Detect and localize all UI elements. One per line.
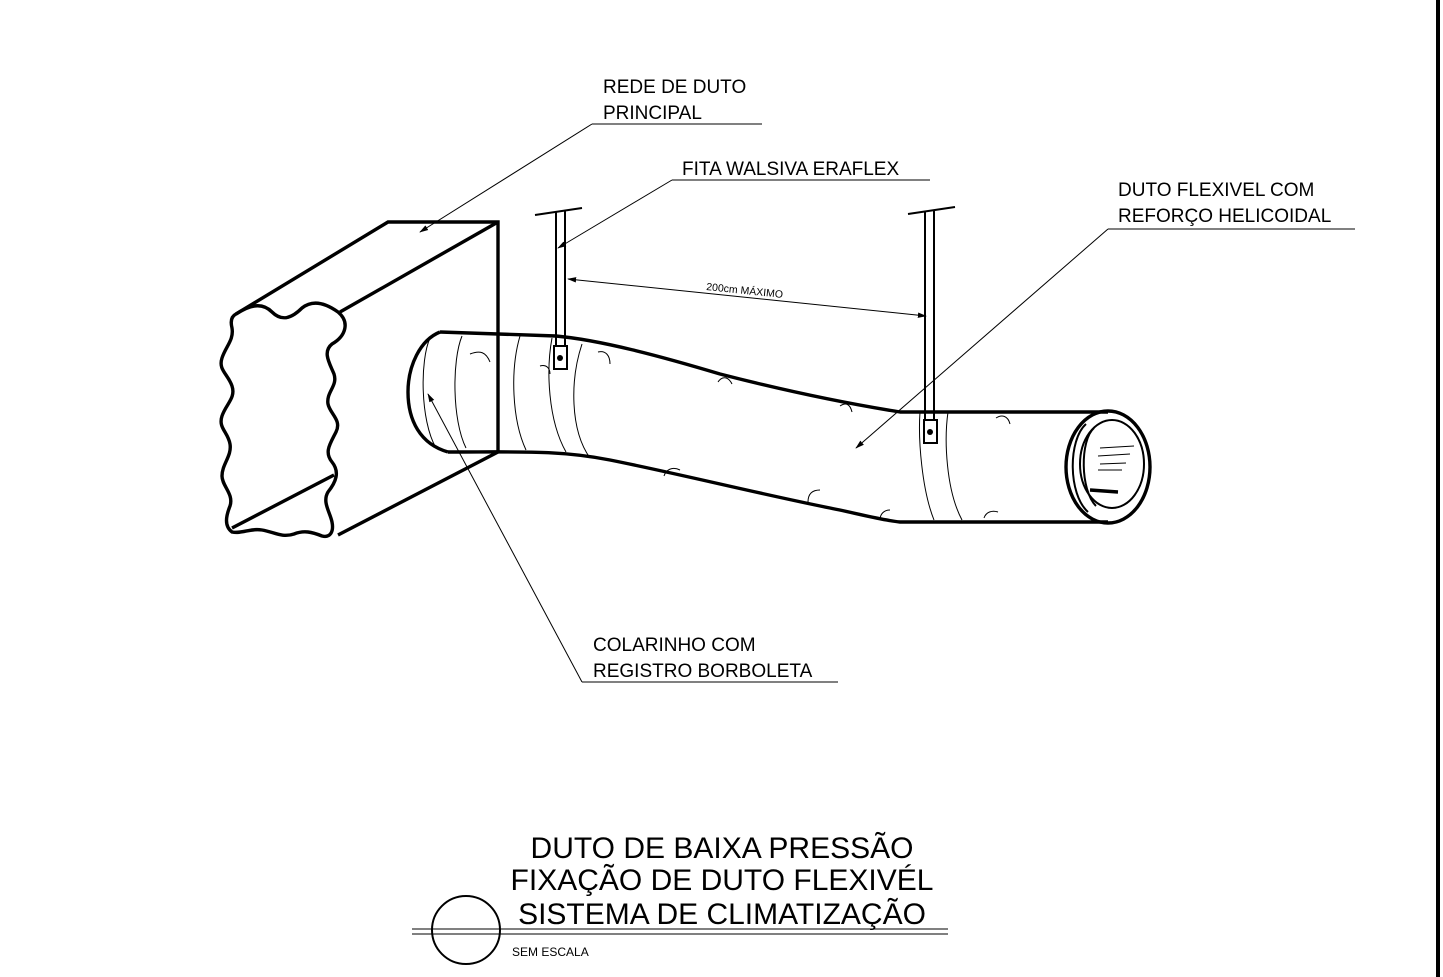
flexible-duct (406, 330, 1152, 525)
title-block: DUTO DE BAIXA PRESSÃO FIXAÇÃO DE DUTO FL… (412, 831, 948, 965)
main-duct (219, 220, 500, 539)
title-line-2: FIXAÇÃO DE DUTO FLEXIVÉL (511, 863, 934, 897)
dimension-label: 200cm MÁXIMO (706, 280, 784, 301)
leader-tape (557, 179, 930, 249)
title-line-1: DUTO DE BAIXA PRESSÃO (531, 831, 914, 865)
leader-collar (427, 393, 838, 683)
hanger-right (907, 206, 956, 444)
callout-flex-duct-line2: REFORÇO HELICOIDAL (1118, 206, 1331, 227)
dimension-line (567, 277, 927, 318)
detail-reference-circle (431, 895, 501, 965)
callout-collar-line2: REGISTRO BORBOLETA (593, 661, 813, 682)
callout-flex-duct-line1: DUTO FLEXIVEL COM (1118, 180, 1314, 201)
callout-main-duct-line2: PRINCIPAL (603, 103, 702, 124)
leader-flex-duct (855, 228, 1355, 449)
callout-collar-line1: COLARINHO COM (593, 635, 756, 656)
leader-main-duct (419, 123, 762, 233)
callout-tape: FITA WALSIVA ERAFLEX (682, 159, 899, 180)
hanger-left (534, 207, 583, 370)
callout-main-duct-line1: REDE DE DUTO (603, 77, 746, 98)
scale-note: SEM ESCALA (512, 945, 589, 959)
title-line-3: SISTEMA DE CLIMATIZAÇÃO (518, 897, 926, 931)
